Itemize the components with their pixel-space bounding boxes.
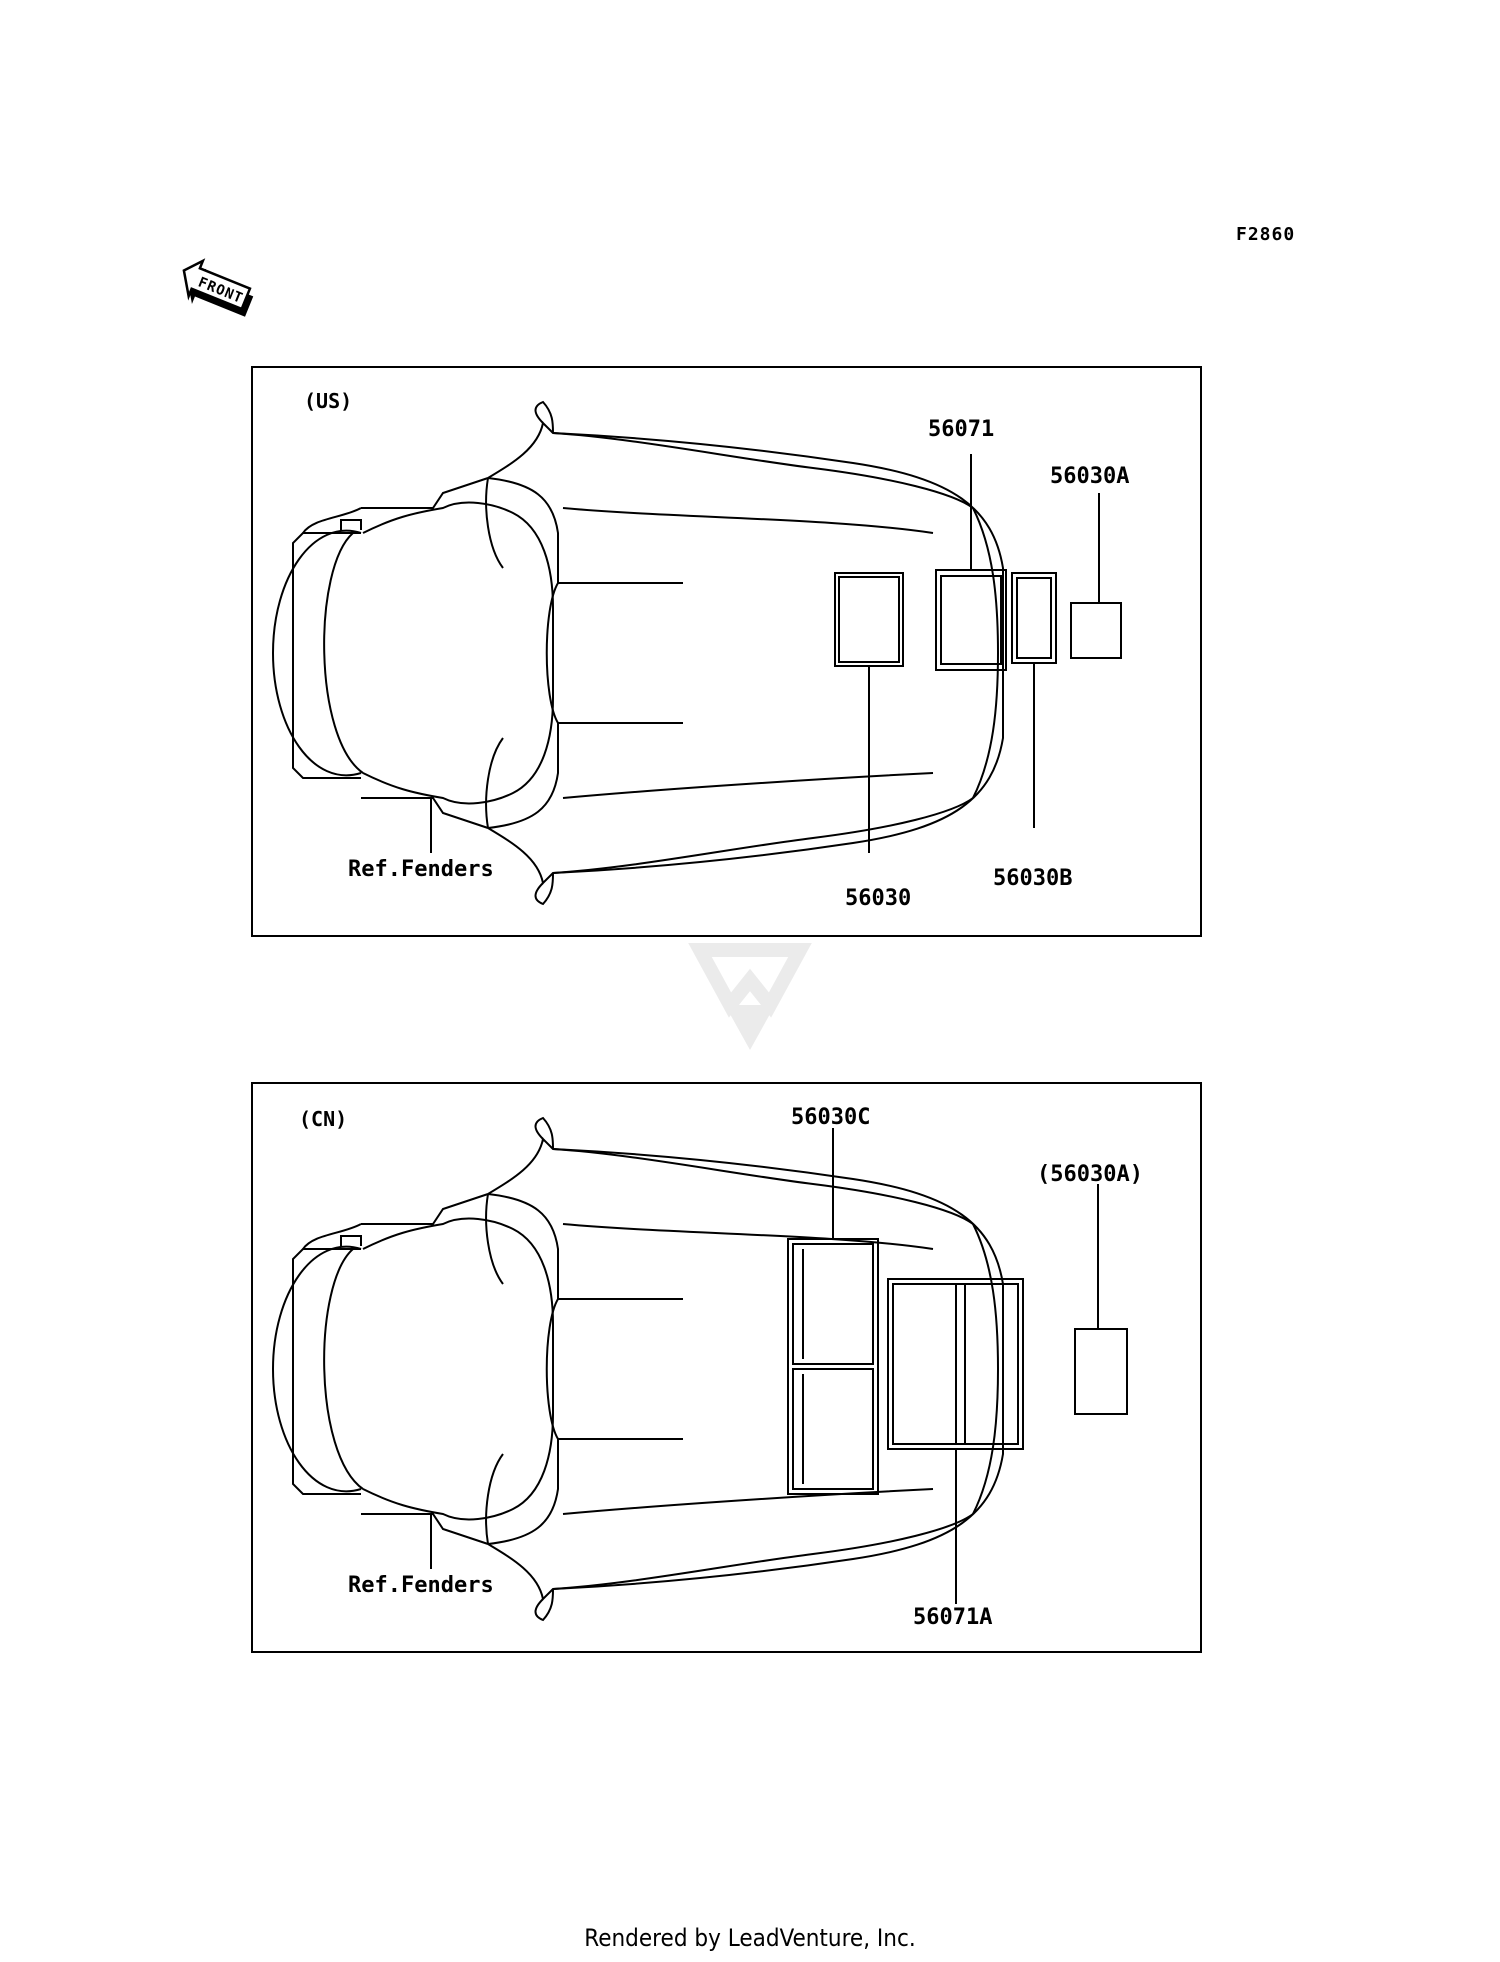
seat-diagram-us: (US) 56071 56030A 56030 56030B Ref.Fende…: [271, 389, 1129, 911]
callout-56030a: (56030A): [1037, 1162, 1143, 1187]
region-label: (CN): [299, 1107, 347, 1131]
callout-56030c: 56030C: [791, 1105, 870, 1130]
panel-us: (US) 56071 56030A 56030 56030B Ref.Fende…: [251, 366, 1202, 937]
footer-credit: Rendered by LeadVenture, Inc.: [584, 1924, 916, 1952]
label-56030a-sticker: [1070, 602, 1122, 659]
callout-56030b: 56030B: [993, 866, 1072, 891]
panel-cn: (CN) 56030C (56030A) 56071A Ref.Fenders: [251, 1082, 1202, 1653]
seat-outline: [271, 400, 1004, 906]
callout-56030: 56030: [845, 886, 911, 911]
callout-56071: 56071: [928, 417, 994, 442]
callout-56030a: 56030A: [1050, 464, 1129, 489]
seat-diagram-cn: (CN) 56030C (56030A) 56071A Ref.Fenders: [271, 1105, 1143, 1630]
callout-56071a: 56071A: [913, 1605, 992, 1630]
callout-ref-fenders: Ref.Fenders: [348, 1573, 494, 1598]
region-label: (US): [304, 389, 352, 413]
callout-ref-fenders: Ref.Fenders: [348, 857, 494, 882]
label-56071-sticker: [935, 569, 1007, 671]
label-56030-sticker: [834, 572, 904, 667]
seat-outline: [271, 1116, 1004, 1622]
front-arrow-icon: FRONT: [182, 258, 254, 317]
label-56030c-sticker: [787, 1238, 879, 1495]
label-56030b-sticker: [1011, 572, 1057, 664]
label-56030a-sticker: [1074, 1328, 1128, 1415]
figure-id: F2860: [1236, 224, 1296, 245]
